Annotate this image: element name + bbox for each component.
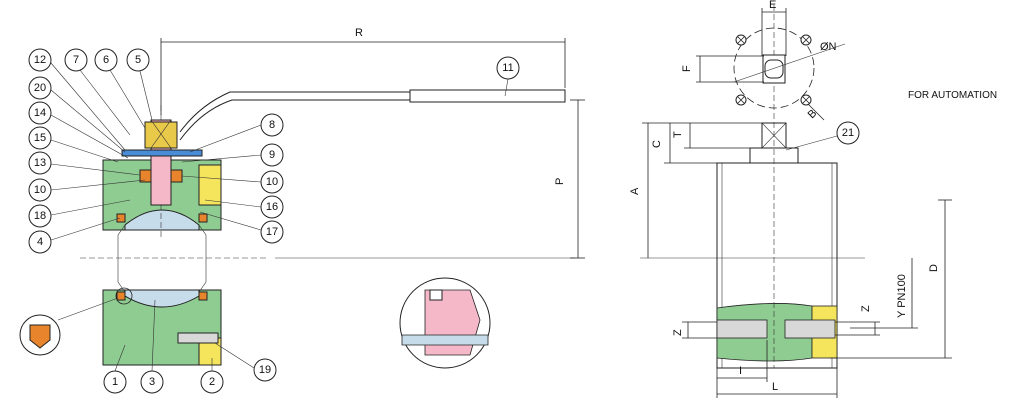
dim-label-b: B — [806, 107, 820, 121]
svg-text:9: 9 — [269, 149, 275, 161]
seat-ring-upper-left — [116, 213, 126, 223]
svg-text:8: 8 — [269, 119, 275, 131]
balloon-16: 16 — [260, 195, 284, 219]
seat-ring-upper-right — [198, 213, 208, 223]
svg-text:10: 10 — [266, 176, 278, 188]
svg-text:2: 2 — [209, 376, 215, 388]
dim-label-t: T — [672, 131, 684, 138]
dim-p: P — [554, 99, 585, 259]
bolt-holes — [735, 34, 812, 106]
seat-ring-lower-right — [198, 291, 208, 301]
dim-label-z-left: Z — [672, 329, 684, 336]
svg-text:15: 15 — [34, 132, 46, 144]
handle-grip — [409, 89, 566, 103]
svg-text:19: 19 — [259, 364, 271, 376]
dim-label-f: F — [681, 65, 693, 72]
balloon-11: 11 — [496, 56, 520, 80]
svg-text:3: 3 — [149, 376, 155, 388]
balloon-14: 14 — [28, 101, 52, 125]
dim-label-n: ØN — [820, 41, 837, 53]
dim-label-e: E — [769, 0, 776, 11]
svg-text:12: 12 — [34, 54, 46, 66]
balloon-7: 7 — [64, 48, 88, 72]
sectional-view: R P — [19, 27, 585, 369]
svg-text:18: 18 — [34, 210, 46, 222]
balloon-10-left: 10 — [28, 178, 52, 202]
svg-text:7: 7 — [73, 54, 79, 66]
balloon-12: 12 — [28, 48, 52, 72]
balloon-17: 17 — [260, 220, 284, 244]
gland-plate — [121, 149, 203, 157]
svg-text:13: 13 — [34, 157, 46, 169]
side-view: ØN E F B T C A D Y PN100 — [629, 0, 952, 398]
dim-label-l: L — [772, 381, 778, 393]
leader-lines — [50, 62, 509, 372]
balloon-2: 2 — [200, 370, 224, 394]
balloon-15: 15 — [28, 126, 52, 150]
balloon-21: 21 — [836, 121, 860, 145]
stem-seal-left — [139, 169, 152, 183]
seat-ring-lower-left — [116, 291, 126, 301]
svg-text:16: 16 — [266, 201, 278, 213]
automation-note: FOR AUTOMATION — [908, 90, 998, 101]
dim-label-i: I — [739, 365, 742, 377]
balloons-left: 12 7 6 5 20 14 15 13 10 18 4 8 9 10 16 1… — [28, 48, 520, 394]
balloon-8: 8 — [260, 113, 284, 137]
dim-label-y: Y PN100 — [896, 274, 908, 318]
balloon-6: 6 — [94, 48, 118, 72]
svg-text:14: 14 — [34, 107, 46, 119]
dim-label-p: P — [554, 178, 566, 185]
dim-label-c: C — [651, 140, 663, 148]
balloon-10-right: 10 — [260, 170, 284, 194]
svg-text:6: 6 — [103, 54, 109, 66]
balloon-4: 4 — [28, 230, 52, 254]
dim-label-d: D — [928, 264, 940, 272]
mounting-pcd — [733, 27, 815, 109]
dim-label-z-right: Z — [860, 305, 872, 312]
svg-text:20: 20 — [34, 82, 46, 94]
svg-text:17: 17 — [266, 226, 278, 238]
end-cap-upper — [198, 164, 222, 206]
balloon-20: 20 — [28, 76, 52, 100]
balloon-5: 5 — [126, 48, 150, 72]
balloon-9: 9 — [260, 143, 284, 167]
stem-nut — [144, 121, 178, 149]
balloon-3: 3 — [140, 370, 164, 394]
svg-text:11: 11 — [502, 62, 513, 74]
svg-text:10: 10 — [34, 184, 46, 196]
balloon-18: 18 — [28, 204, 52, 228]
dim-label-r: R — [355, 27, 363, 39]
balloon-1: 1 — [103, 370, 127, 394]
dim-r: R — [160, 27, 566, 115]
svg-text:4: 4 — [37, 236, 43, 248]
svg-text:5: 5 — [135, 54, 141, 66]
ball-upper — [124, 209, 200, 231]
handle-lever — [179, 91, 410, 133]
svg-text:21: 21 — [842, 127, 854, 139]
balloon-13: 13 — [28, 151, 52, 175]
balloon-19: 19 — [253, 358, 277, 382]
bore-outline — [117, 224, 207, 293]
svg-text:1: 1 — [112, 376, 118, 388]
stem-seal-right — [170, 169, 183, 183]
body-bolt — [177, 332, 219, 344]
dim-label-a: A — [629, 187, 641, 195]
